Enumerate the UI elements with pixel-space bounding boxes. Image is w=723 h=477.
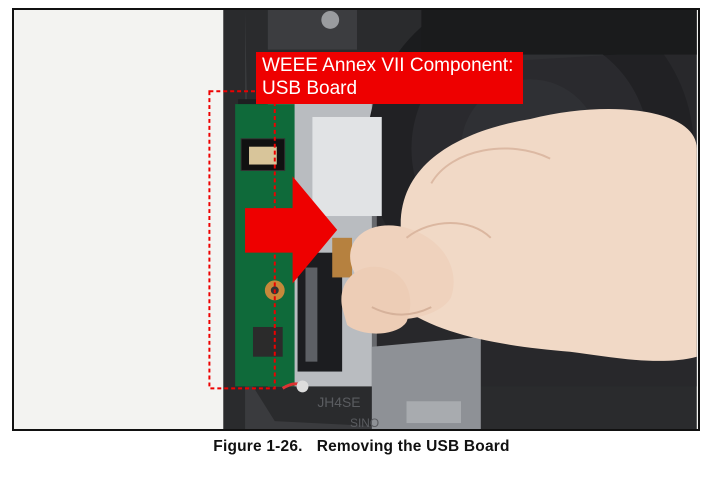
board-marking-jh4se: JH4SE [317, 394, 360, 410]
callout-line1: WEEE Annex VII Component: [262, 55, 514, 76]
figure-number: Figure 1-26. [213, 438, 303, 455]
board-marking-sino: SINO [350, 416, 379, 429]
callout-line2: USB Board [262, 78, 358, 99]
figure-caption: Figure 1-26. Removing the USB Board [0, 438, 723, 456]
figure-title: Removing the USB Board [316, 438, 510, 455]
weee-callout: WEEE Annex VII Component: USB Board [256, 52, 523, 104]
